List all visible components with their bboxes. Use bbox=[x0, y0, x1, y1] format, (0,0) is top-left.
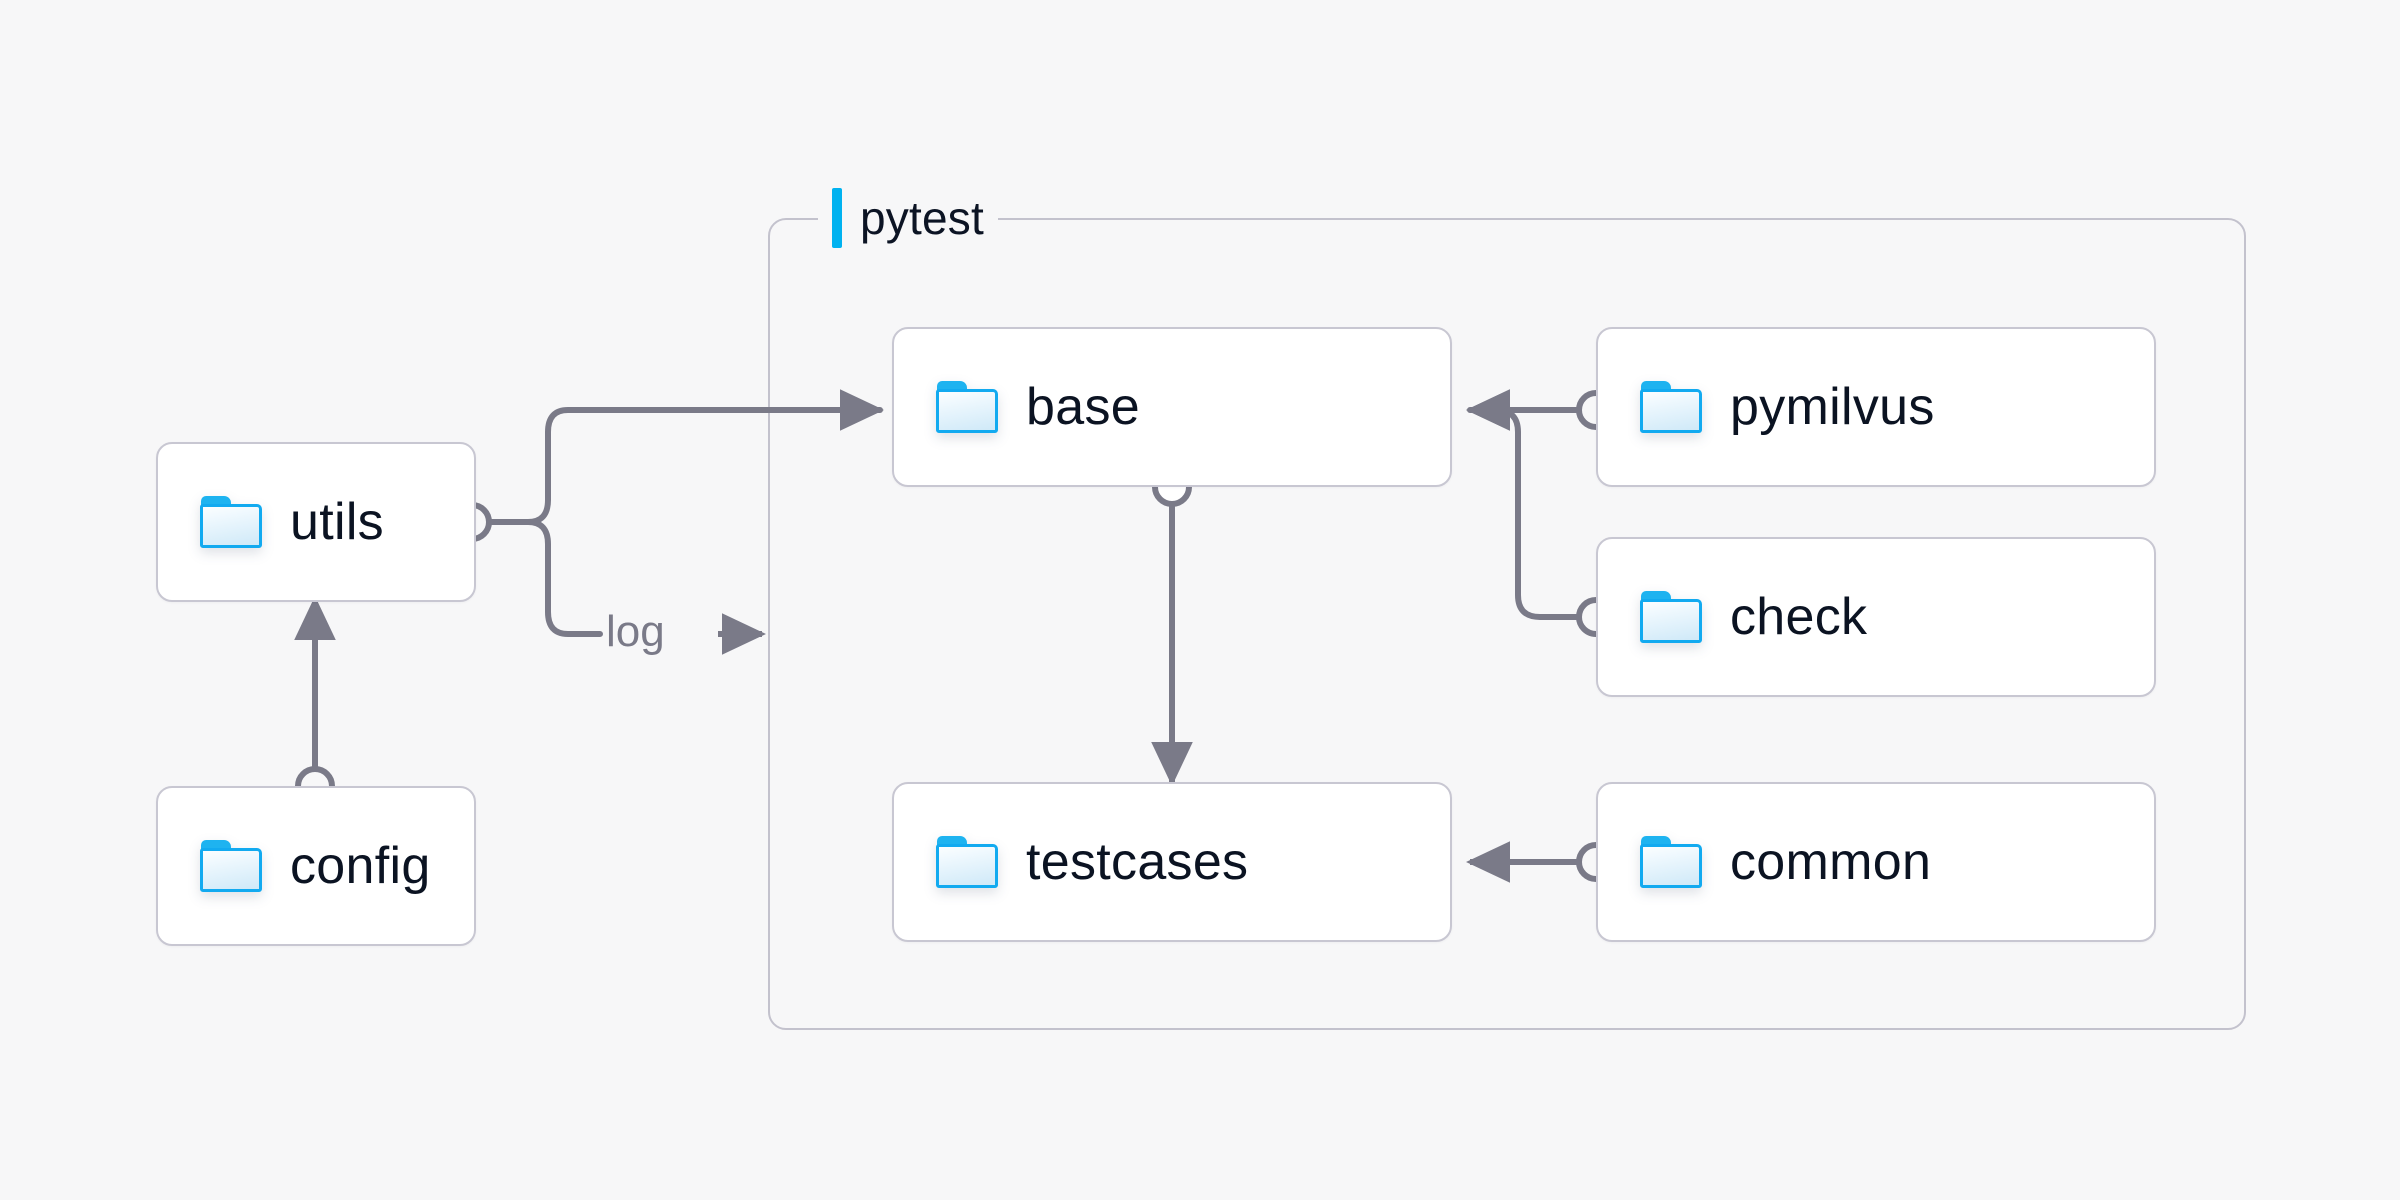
folder-icon bbox=[936, 836, 998, 888]
node-config[interactable]: config bbox=[156, 786, 476, 946]
group-title-pytest: pytest bbox=[818, 188, 998, 248]
accent-bar-icon bbox=[832, 188, 842, 248]
node-common[interactable]: common bbox=[1596, 782, 2156, 942]
node-base[interactable]: base bbox=[892, 327, 1452, 487]
node-utils[interactable]: utils bbox=[156, 442, 476, 602]
group-container-pytest bbox=[768, 218, 2246, 1030]
folder-icon bbox=[936, 381, 998, 433]
folder-icon bbox=[1640, 836, 1702, 888]
edge-utils-log bbox=[485, 519, 603, 637]
group-title-label: pytest bbox=[860, 192, 984, 244]
node-label-utils: utils bbox=[290, 493, 384, 551]
node-label-common: common bbox=[1730, 833, 1932, 891]
edge-label-log: log bbox=[606, 607, 665, 656]
node-label-config: config bbox=[290, 837, 431, 895]
node-label-pymilvus: pymilvus bbox=[1730, 378, 1935, 436]
folder-icon bbox=[200, 840, 262, 892]
node-label-check: check bbox=[1730, 588, 1868, 646]
folder-icon bbox=[1640, 381, 1702, 433]
folder-icon bbox=[1640, 591, 1702, 643]
node-label-base: base bbox=[1026, 378, 1140, 436]
node-label-testcases: testcases bbox=[1026, 833, 1249, 891]
folder-icon bbox=[200, 496, 262, 548]
node-check[interactable]: check bbox=[1596, 537, 2156, 697]
node-testcases[interactable]: testcases bbox=[892, 782, 1452, 942]
node-pymilvus[interactable]: pymilvus bbox=[1596, 327, 2156, 487]
